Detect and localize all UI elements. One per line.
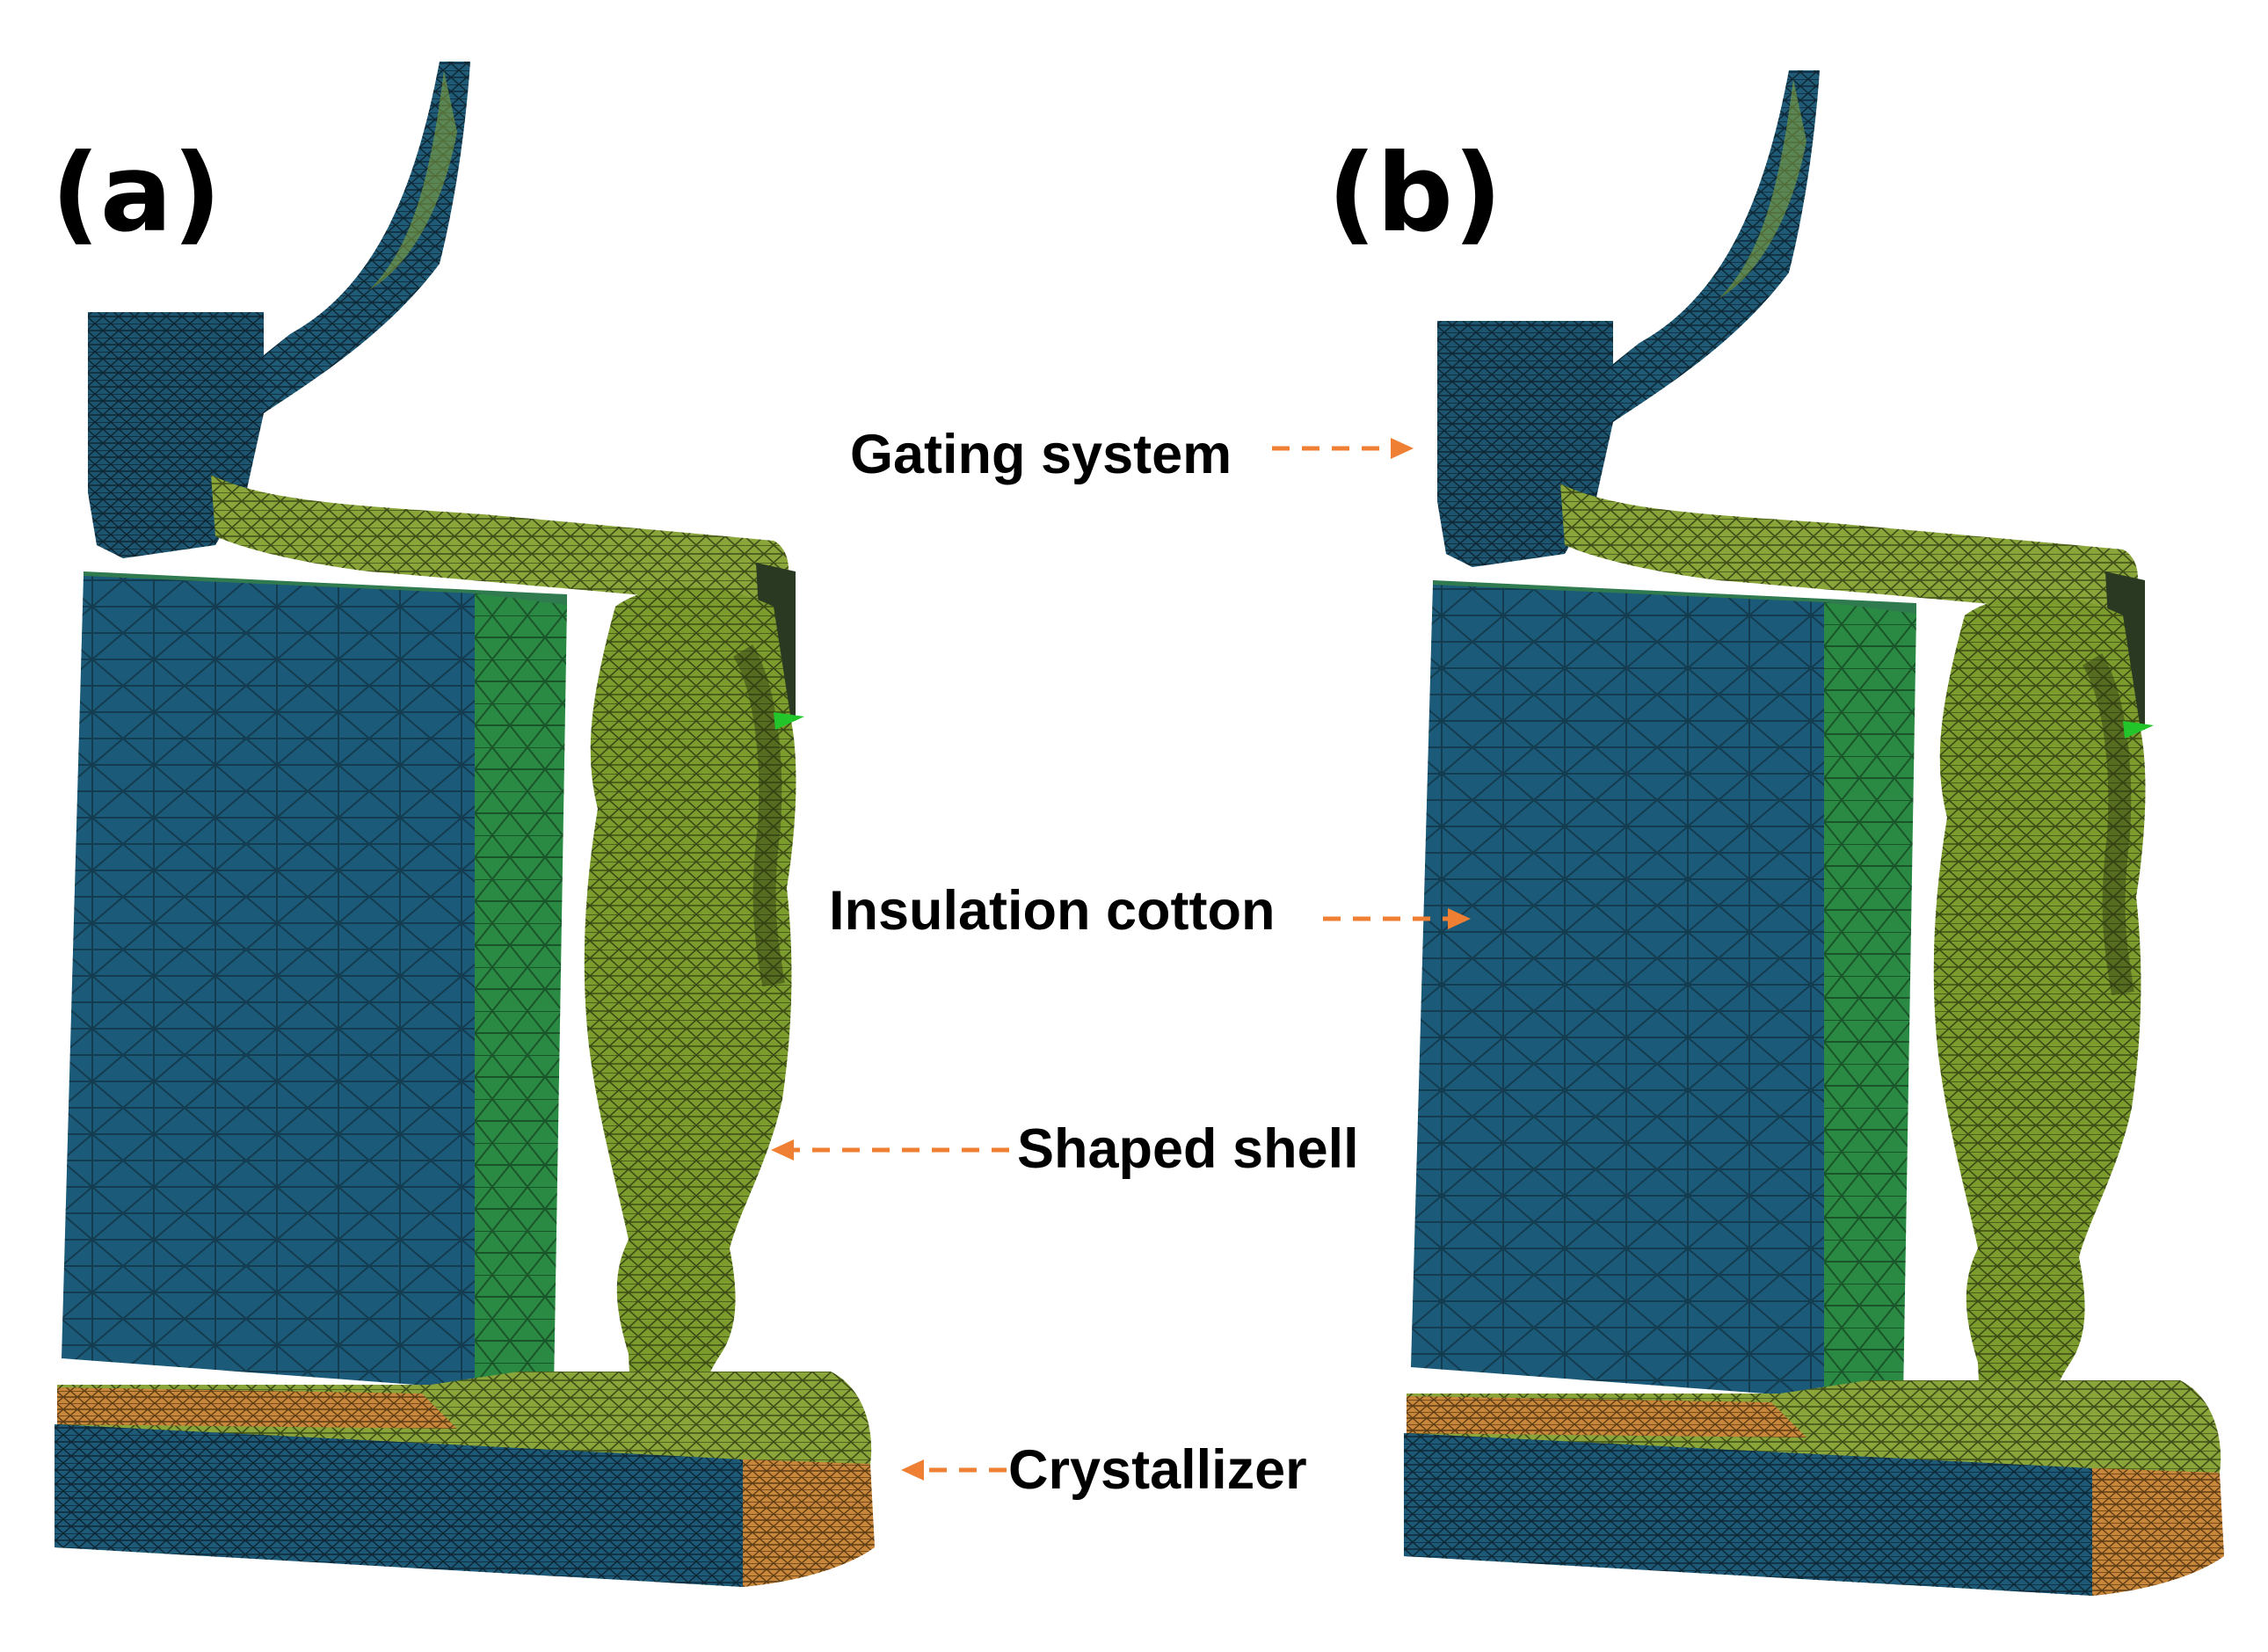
panel-label-b: (b) <box>1327 131 1502 256</box>
arrow-insulation-cotton <box>1323 908 1471 929</box>
callout-shaped-shell: Shaped shell <box>1017 1118 1359 1180</box>
callout-insulation-cotton: Insulation cotton <box>829 880 1275 942</box>
model-a <box>55 62 875 1587</box>
callout-crystallizer: Crystallizer <box>1008 1439 1307 1501</box>
panel-label-a: (a) <box>51 131 222 256</box>
arrow-crystallizer <box>901 1459 1007 1481</box>
callout-gating-system: Gating system <box>850 424 1232 485</box>
arrow-gating-system <box>1272 438 1414 459</box>
model-b <box>1404 70 2224 1596</box>
arrow-shaped-shell <box>771 1139 1009 1161</box>
